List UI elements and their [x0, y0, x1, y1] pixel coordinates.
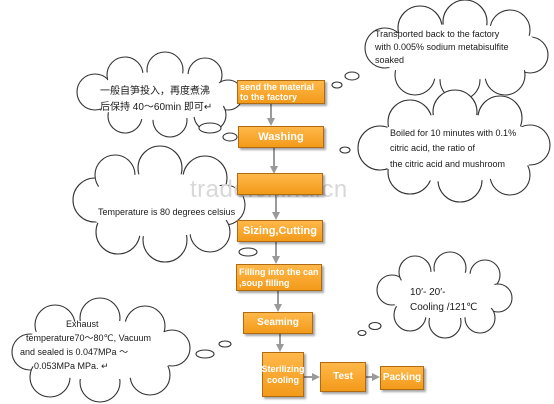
step-send-material: send the material to the factory	[237, 80, 325, 104]
flow-arrows	[267, 103, 380, 381]
note-boiled-line1: Boiled for 10 minutes with 0.1%	[390, 128, 517, 138]
step-sterilizing-line1: Sterilizing	[261, 364, 305, 375]
note-exhaust-line4: 0.053MPa MPa. ↵	[34, 360, 109, 371]
step-sizing-cutting-label: Sizing,Cutting	[243, 224, 317, 237]
step-send-material-line2: to the factory	[240, 92, 298, 102]
note-cooling-line1: 10′- 20′-	[410, 287, 446, 298]
step-test: Test	[320, 362, 366, 392]
note-transport-line3: soaked	[375, 55, 405, 66]
note-exhaust-line2: temperature70～80℃, Vacuum	[26, 332, 152, 343]
note-boiled-line2: citric acid, the ratio of	[390, 143, 476, 154]
step-seaming-label: Seaming	[257, 317, 299, 329]
note-transport-line2: with 0.005% sodium metabisulfite	[375, 42, 509, 53]
cloud-chinese	[76, 51, 244, 142]
step-seaming: Seaming	[243, 312, 313, 334]
step-sterilizing-cooling: Sterilizing cooling	[261, 352, 305, 397]
note-boiled-line3: the citric acid and mushroom	[390, 158, 506, 169]
note-temperature: Temperature is 80 degrees celsius	[98, 206, 235, 219]
step-packing: Packing	[380, 366, 424, 390]
step-filling-line1: Filling into the can	[239, 267, 319, 278]
note-temperature-line1: Temperature is 80 degrees celsius	[98, 207, 236, 217]
cloud-transport	[331, 0, 549, 101]
note-boiled: Boiled for 10 minutes with 0.1% citric a…	[390, 126, 516, 172]
note-transport-line1: Transported back to the factory	[375, 29, 500, 39]
step-filling-line2: ,soup filling	[239, 277, 290, 288]
step-washing-label: Washing	[258, 130, 304, 143]
step-boiling	[237, 173, 323, 195]
note-chinese: 一般自笋投入，再度煮沸 后保持 40～60min 即可↵	[100, 84, 212, 116]
note-cooling: 10′- 20′- Cooling /121℃	[410, 285, 477, 315]
note-cooling-line2: Cooling /121℃	[410, 302, 478, 313]
note-chinese-line2: 后保持 40～60min 即可↵	[100, 102, 213, 113]
note-exhaust-line1: Exhaust	[66, 319, 99, 329]
step-filling: Filling into the can ,soup filling	[236, 264, 322, 291]
step-sizing-cutting: Sizing,Cutting	[237, 220, 323, 242]
cloud-temperature	[72, 145, 258, 263]
note-exhaust: Exhaust temperature70～80℃, Vacuum and se…	[20, 318, 152, 374]
step-sterilizing-line2: cooling	[267, 374, 299, 385]
cloud-boiled	[339, 89, 551, 203]
step-send-material-line1: send the material	[240, 81, 315, 92]
note-chinese-line1: 一般自笋投入，再度煮沸	[100, 86, 210, 97]
cloud-exhaust	[11, 297, 232, 403]
note-exhaust-line3: and sealed is 0.047MPa ～	[20, 346, 129, 357]
step-packing-label: Packing	[382, 372, 422, 384]
note-transport: Transported back to the factory with 0.0…	[375, 28, 509, 67]
step-test-label: Test	[333, 371, 353, 383]
cloud-cooling	[357, 251, 513, 339]
step-washing: Washing	[238, 126, 324, 148]
